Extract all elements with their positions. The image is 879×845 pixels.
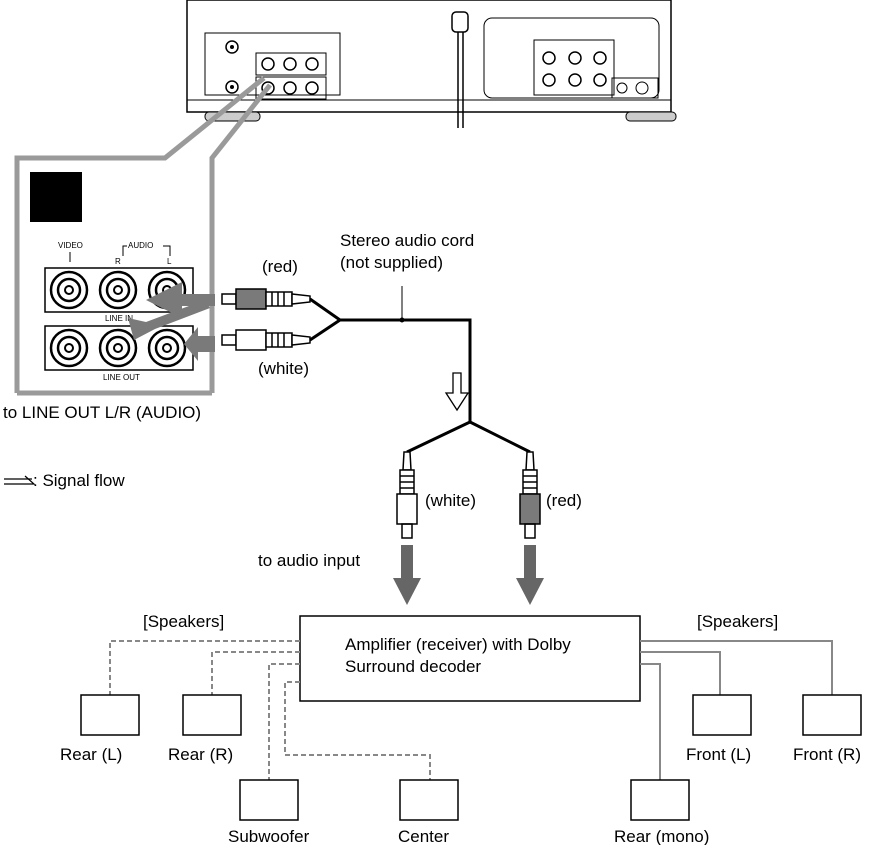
jack-panel-zoom: VIDEO AUDIO R L LINE IN LINE OUT (44, 241, 215, 382)
red-label-top: (red) (262, 257, 298, 276)
panel-letter: A (44, 180, 69, 218)
solid-speaker-wires (640, 640, 833, 780)
to-line-out-label: to LINE OUT L/R (AUDIO) (3, 403, 201, 422)
amplifier-label-line1: Amplifier (receiver) with Dolby (345, 635, 571, 654)
zoom-callout: A (14, 76, 272, 396)
line-out-label: LINE OUT (103, 373, 140, 382)
cord-label-line1: Stereo audio cord (340, 231, 474, 250)
video-label: VIDEO (58, 241, 83, 250)
red-label-bottom: (red) (546, 491, 582, 510)
signal-flow-label: : Signal flow (33, 471, 125, 490)
red-plug-top (221, 288, 311, 310)
insertion-arrows (128, 282, 215, 361)
speaker-front-l-label: Front (L) (686, 745, 751, 764)
to-audio-input-label: to audio input (258, 551, 360, 570)
white-plug-top (221, 329, 311, 351)
amplifier-label-line2: Surround decoder (345, 657, 481, 676)
audio-label: AUDIO (128, 241, 153, 250)
r-label: R (115, 257, 121, 266)
speaker-subwoofer-box (239, 779, 299, 821)
speaker-center-box (399, 779, 459, 821)
white-plug-bottom (396, 451, 418, 539)
dashed-speaker-wires (109, 640, 431, 780)
down-arrow-left (393, 545, 421, 605)
white-label-top: (white) (258, 359, 309, 378)
white-label-bottom: (white) (425, 491, 476, 510)
amplifier-box (299, 615, 641, 702)
speaker-rear-r-label: Rear (R) (168, 745, 233, 764)
signal-flow-legend-icon (4, 475, 36, 485)
red-plug-bottom (519, 451, 541, 539)
line-in-label: LINE IN (105, 314, 133, 323)
panel-letter-badge (30, 172, 82, 222)
player-rear-panel (186, 0, 677, 128)
speaker-rear-r-box (182, 694, 242, 736)
speaker-center-label: Center (398, 827, 449, 845)
speaker-rear-l-label: Rear (L) (60, 745, 122, 764)
down-arrow-right (516, 545, 544, 605)
speaker-rear-l-box (80, 694, 140, 736)
speaker-rear-mono-label: Rear (mono) (614, 827, 709, 845)
speakers-left-label: [Speakers] (143, 612, 224, 631)
stereo-audio-cord (221, 286, 544, 605)
speakers-right-label: [Speakers] (697, 612, 778, 631)
cord-label-line2: (not supplied) (340, 253, 443, 272)
signal-flow-arrow (444, 372, 470, 412)
speaker-rear-mono-box (630, 779, 690, 821)
speaker-subwoofer-label: Subwoofer (228, 827, 310, 845)
l-label: L (167, 257, 172, 266)
speaker-front-l-box (692, 694, 752, 736)
speaker-front-r-box (802, 694, 862, 736)
speaker-front-r-label: Front (R) (793, 745, 861, 764)
